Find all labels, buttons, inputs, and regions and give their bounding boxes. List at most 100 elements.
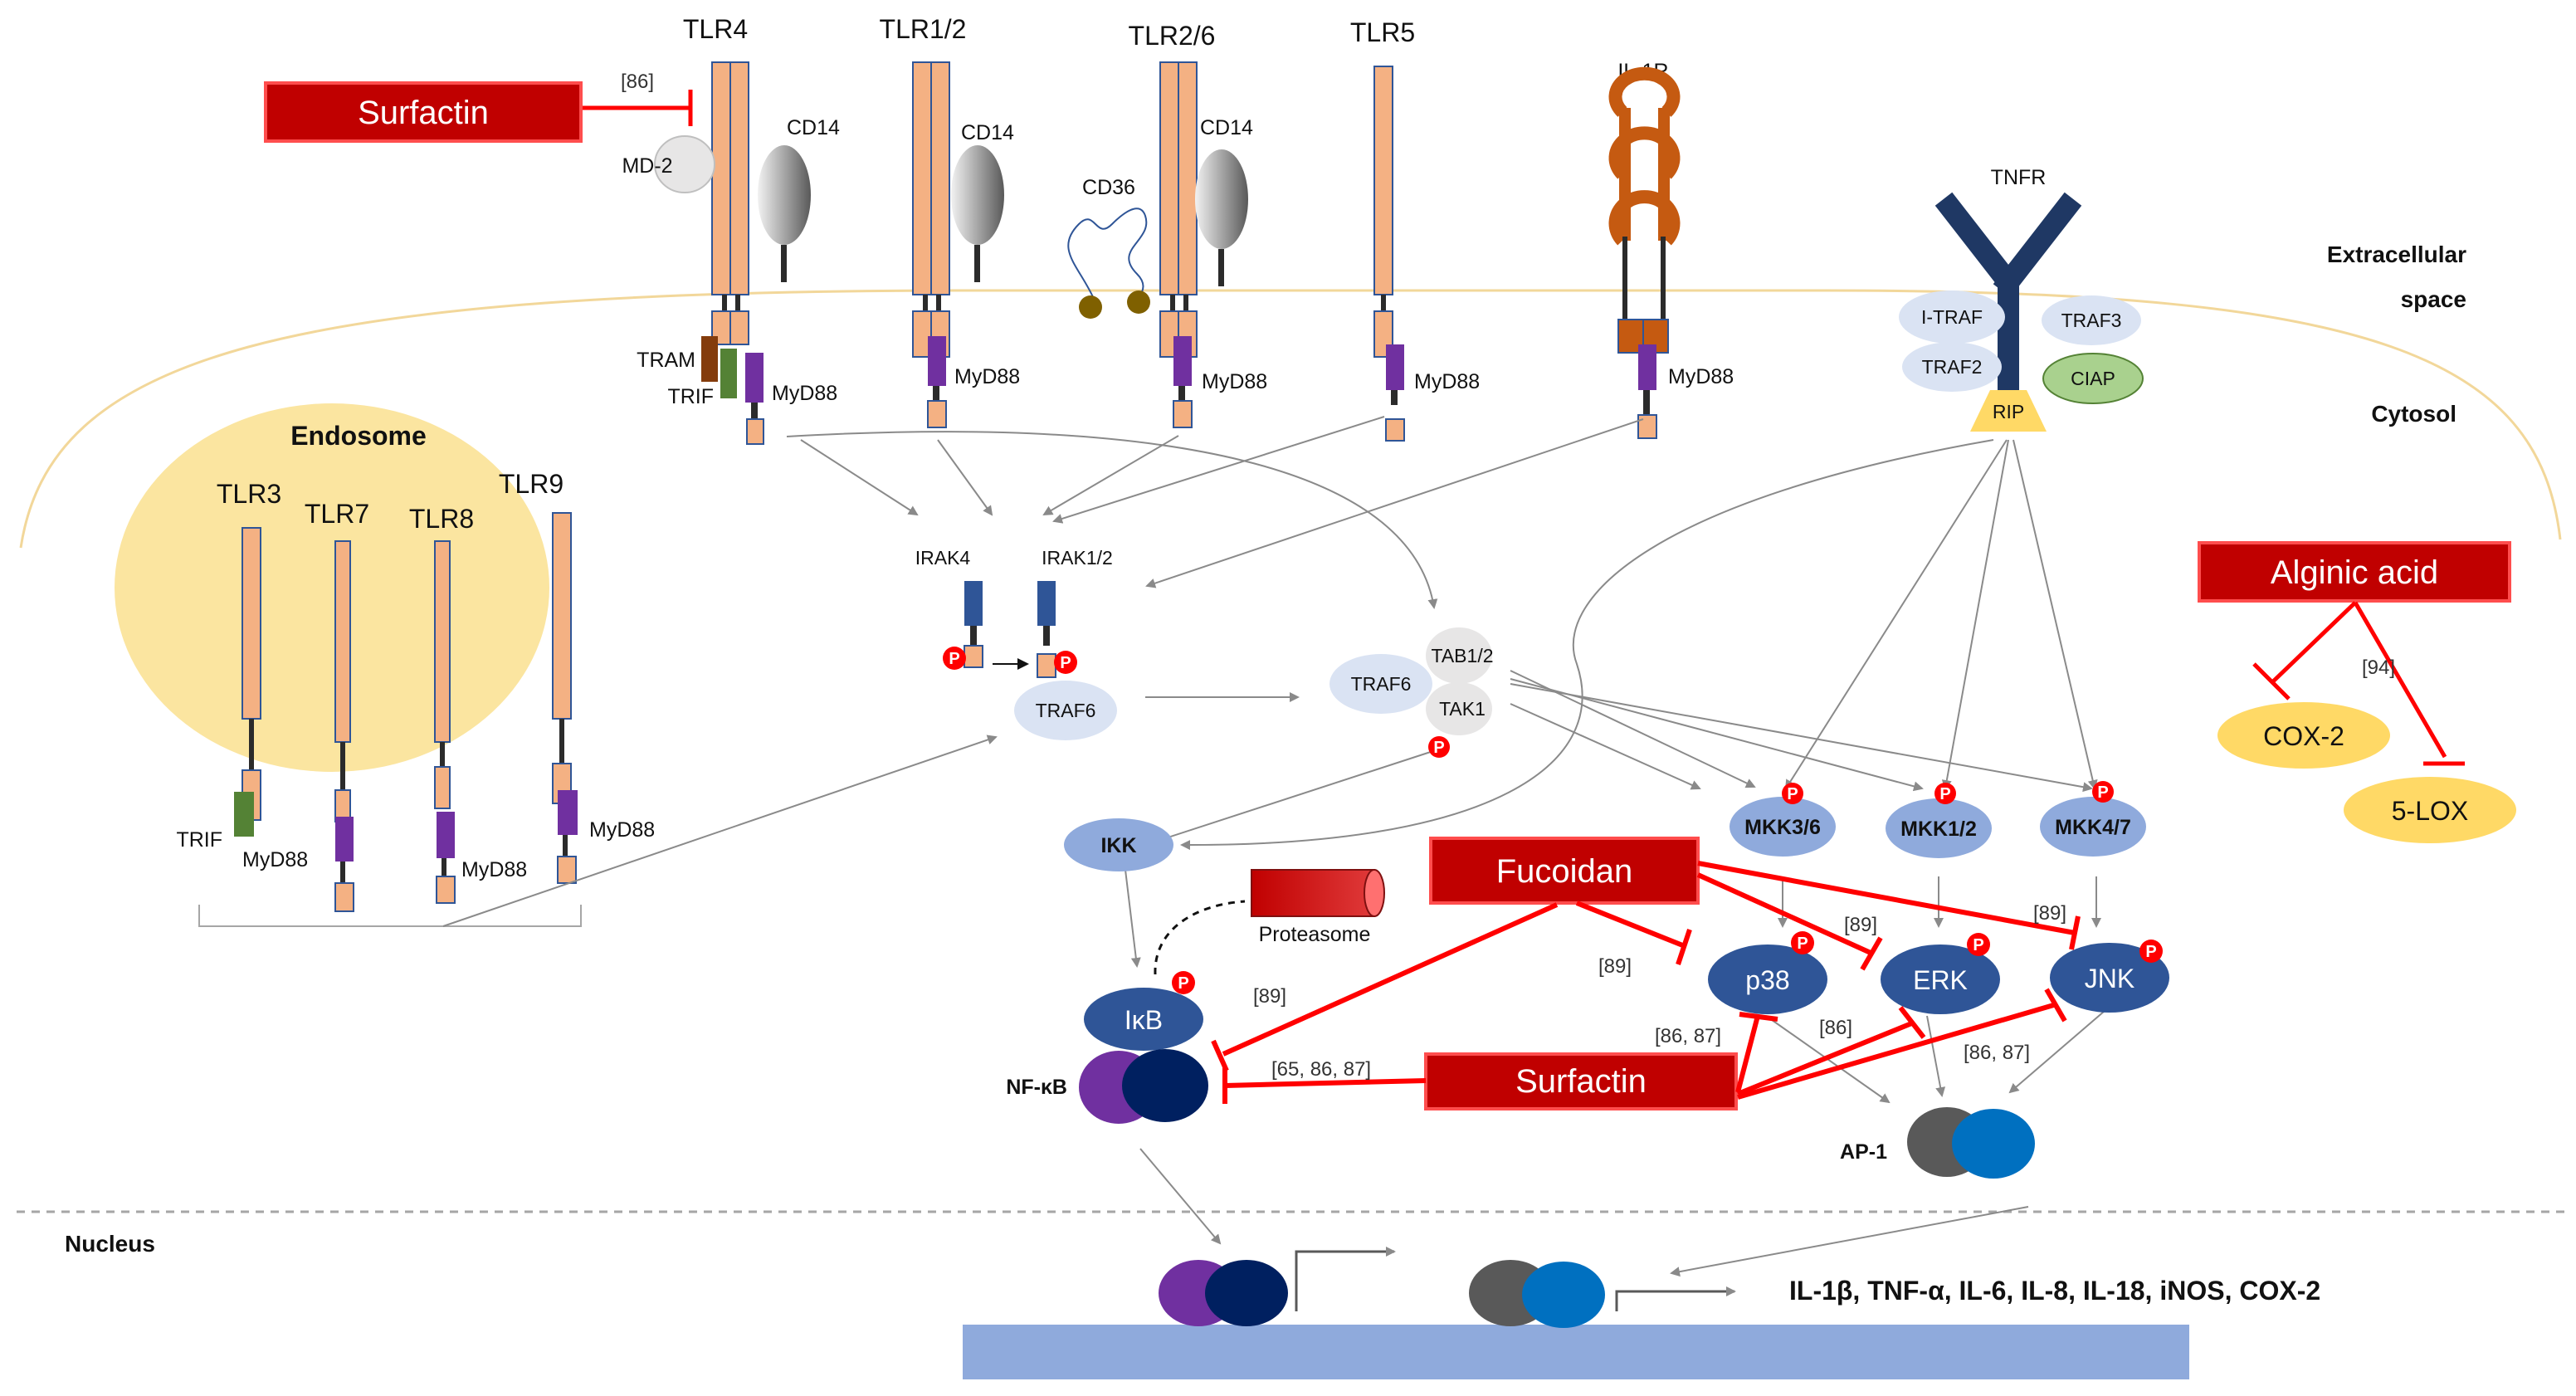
tss-arrow-ap1 xyxy=(1615,1286,1736,1311)
tlr4-label: TLR4 xyxy=(683,14,748,44)
svg-text:Surfactin: Surfactin xyxy=(1515,1063,1647,1100)
ref-89-jnk: [89] xyxy=(2033,902,2066,925)
surfactin-bottom: Surfactin xyxy=(1424,1052,1738,1110)
tlr8-receptor xyxy=(434,540,456,904)
irak12-node xyxy=(1037,581,1056,678)
svg-text:P: P xyxy=(1060,654,1071,672)
myd88-label-tlr9: MyD88 xyxy=(589,818,655,842)
svg-text:Surfactin: Surfactin xyxy=(358,95,489,131)
svg-text:COX-2: COX-2 xyxy=(2263,721,2344,751)
svg-text:TRAF6: TRAF6 xyxy=(1036,700,1096,721)
ikb-node: IκB xyxy=(1084,988,1203,1051)
md2-icon xyxy=(654,135,715,193)
cd14-label-tlr12: CD14 xyxy=(961,121,1014,144)
svg-text:P: P xyxy=(1973,936,1983,954)
svg-text:5-LOX: 5-LOX xyxy=(2392,796,2468,826)
svg-text:TAB1/2: TAB1/2 xyxy=(1432,645,1494,666)
p38-node: p38 xyxy=(1708,944,1827,1014)
rip-label: RIP xyxy=(1993,401,2024,422)
svg-text:P: P xyxy=(949,650,959,668)
traf2-node: TRAF2 xyxy=(1902,342,2002,392)
cell-membrane xyxy=(19,289,2562,549)
cox2-node: COX-2 xyxy=(2217,702,2390,769)
ref-6586: [65, 86, 87] xyxy=(1271,1058,1371,1081)
il1r-receptor xyxy=(1608,66,1681,439)
ikb-degradation-dash xyxy=(1154,900,1246,975)
alginic-acid-box: Alginic acid xyxy=(2198,541,2511,603)
dna-strand xyxy=(963,1325,2189,1379)
tlr4-receptor xyxy=(701,61,764,445)
phospho-badges: P P P P P P P P P P xyxy=(943,647,2163,994)
ref-8687-jnk: [86, 87] xyxy=(1964,1042,2030,1064)
svg-text:P: P xyxy=(1433,739,1444,757)
tlr7-receptor xyxy=(334,540,354,912)
cd14-icon-tlr12 xyxy=(951,145,1004,282)
nucleus-label: Nucleus xyxy=(65,1231,155,1257)
traf6-node-2: TRAF6 xyxy=(1329,654,1432,714)
extracellular-label: Extracellular xyxy=(2327,242,2466,267)
irak4-node xyxy=(964,581,983,668)
tlr9-label: TLR9 xyxy=(499,469,564,499)
svg-text:p38: p38 xyxy=(1745,965,1789,995)
ap1-complex xyxy=(1907,1107,2035,1179)
signal-arrows xyxy=(786,416,2105,1277)
svg-text:P: P xyxy=(2097,783,2108,802)
svg-text:MKK4/7: MKK4/7 xyxy=(2055,816,2131,839)
tlr7-label: TLR7 xyxy=(305,499,369,529)
tram-label: TRAM xyxy=(637,349,695,372)
nfkb-nuclear xyxy=(1159,1260,1288,1326)
ap1-label: AP-1 xyxy=(1840,1140,1887,1164)
svg-text:P: P xyxy=(1178,974,1188,993)
output-genes: IL-1β, TNF-α, IL-6, IL-8, IL-18, iNOS, C… xyxy=(1789,1276,2320,1306)
cd14-label-tlr4: CD14 xyxy=(787,116,840,139)
cd36-label: CD36 xyxy=(1082,176,1135,199)
proteasome-icon xyxy=(1251,869,1385,917)
endosome-label: Endosome xyxy=(290,421,427,451)
ref-86-erk: [86] xyxy=(1819,1017,1852,1039)
svg-text:TRAF2: TRAF2 xyxy=(1922,356,1983,378)
svg-text:CIAP: CIAP xyxy=(2071,368,2115,389)
tss-arrow-nfkb xyxy=(1295,1247,1396,1311)
cytosol-label: Cytosol xyxy=(2371,401,2456,427)
myd88-label-il1r: MyD88 xyxy=(1668,365,1734,388)
fucoidan-box: Fucoidan xyxy=(1429,837,1700,905)
svg-text:TRAF6: TRAF6 xyxy=(1351,673,1412,695)
alginic-inhibit-lines xyxy=(2252,601,2465,766)
tlr12-label: TLR1/2 xyxy=(880,14,967,44)
svg-text:P: P xyxy=(1787,785,1798,803)
tak1-node: TAK1 xyxy=(1426,682,1492,735)
ciap-node: CIAP xyxy=(2042,353,2144,404)
ikk-node: IKK xyxy=(1064,818,1173,871)
tlr9-receptor xyxy=(552,512,578,884)
ref-8687-p38: [86, 87] xyxy=(1655,1025,1721,1047)
tnfr-receptor xyxy=(1934,192,2082,432)
svg-text:MKK3/6: MKK3/6 xyxy=(1744,816,1821,839)
erk-node: ERK xyxy=(1881,944,2000,1014)
irak4-label: IRAK4 xyxy=(915,547,971,569)
ref-94: [94] xyxy=(2362,657,2395,679)
svg-text:JNK: JNK xyxy=(2085,964,2134,993)
myd88-label-tlr26: MyD88 xyxy=(1202,370,1267,393)
ref-89-erk: [89] xyxy=(1844,914,1877,936)
jnk-node: JNK xyxy=(2050,943,2169,1013)
ref-89-p38: [89] xyxy=(1598,955,1632,978)
surfactin-top: Surfactin xyxy=(264,81,583,143)
tlr26-label: TLR2/6 xyxy=(1129,21,1216,51)
ref-86-top: [86] xyxy=(621,71,654,93)
mkk36-node: MKK3/6 xyxy=(1730,797,1836,857)
surfactin-inhibit-lines xyxy=(1222,988,2067,1104)
md2-label: MD-2 xyxy=(622,154,672,178)
myd88-label-tlr12: MyD88 xyxy=(954,365,1020,388)
svg-text:P: P xyxy=(2145,943,2156,961)
svg-text:TRAF3: TRAF3 xyxy=(2061,310,2122,331)
svg-text:MKK1/2: MKK1/2 xyxy=(1900,818,1977,841)
tab12-node: TAB1/2 xyxy=(1426,627,1494,684)
trif-box-tlr4 xyxy=(720,349,737,398)
mkk47-node: MKK4/7 xyxy=(2040,797,2146,857)
extracellular-label-2: space xyxy=(2401,286,2466,312)
mkk12-node: MKK1/2 xyxy=(1886,798,1992,858)
ap1-nuclear xyxy=(1469,1260,1605,1328)
tlr8-label: TLR8 xyxy=(409,504,474,534)
tlr5-label: TLR5 xyxy=(1350,17,1415,47)
svg-text:ERK: ERK xyxy=(1913,965,1968,995)
